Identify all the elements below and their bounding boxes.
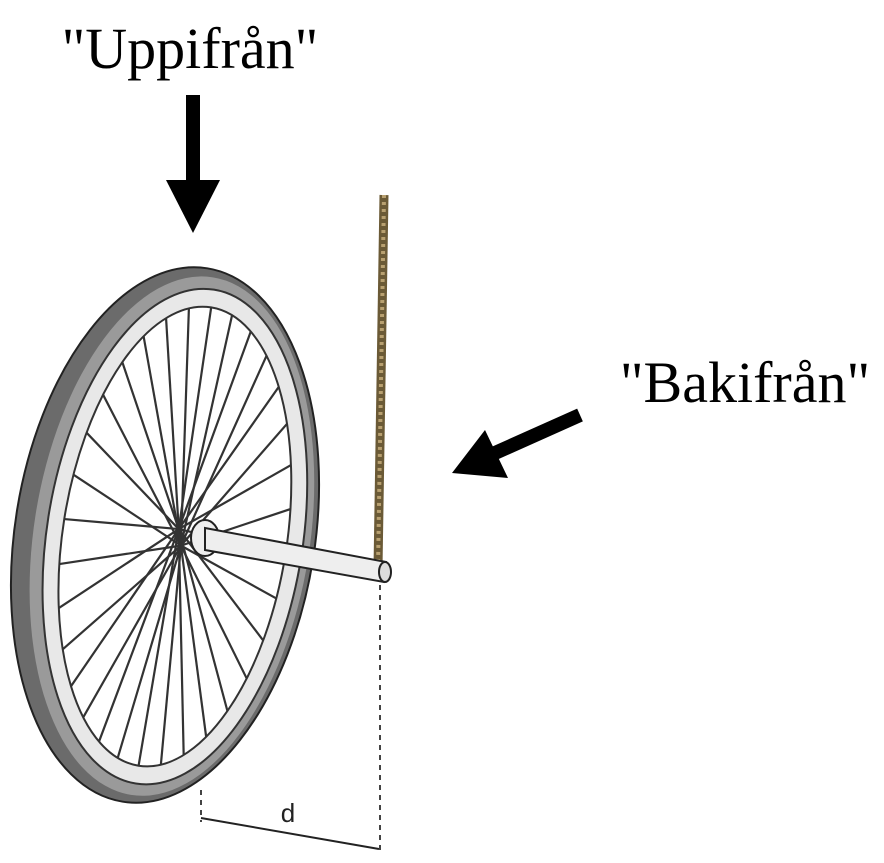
spoke	[142, 336, 183, 546]
spoke	[102, 394, 182, 547]
spoke	[97, 528, 180, 742]
arrow-diagonal-icon	[452, 408, 583, 478]
spoke	[58, 528, 180, 609]
rope	[373, 194, 389, 569]
spoke	[177, 331, 252, 530]
spoke	[62, 544, 182, 651]
spoke	[72, 473, 182, 547]
wheel	[9, 266, 321, 804]
spoke	[177, 528, 229, 712]
spoke	[177, 307, 213, 530]
spoke	[177, 386, 280, 530]
distance-label: d	[281, 798, 295, 828]
spoke	[164, 318, 180, 530]
label-back-view: "Bakifrån"	[620, 350, 870, 415]
spoke	[70, 528, 180, 687]
spoke	[137, 528, 180, 766]
spoke	[179, 355, 268, 547]
spoke	[179, 315, 234, 546]
spoke	[121, 361, 180, 530]
spoke	[64, 517, 179, 531]
distance-dimension: d	[200, 585, 381, 852]
spoke	[179, 545, 208, 737]
spoke	[82, 545, 182, 718]
spoke	[116, 545, 182, 759]
spoke	[178, 464, 292, 531]
spoke	[159, 545, 183, 765]
label-top-view: "Uppifrån"	[62, 16, 319, 81]
axle	[190, 519, 392, 584]
spoke	[179, 545, 248, 679]
arrow-down-icon	[166, 95, 220, 233]
spoke	[59, 544, 182, 566]
